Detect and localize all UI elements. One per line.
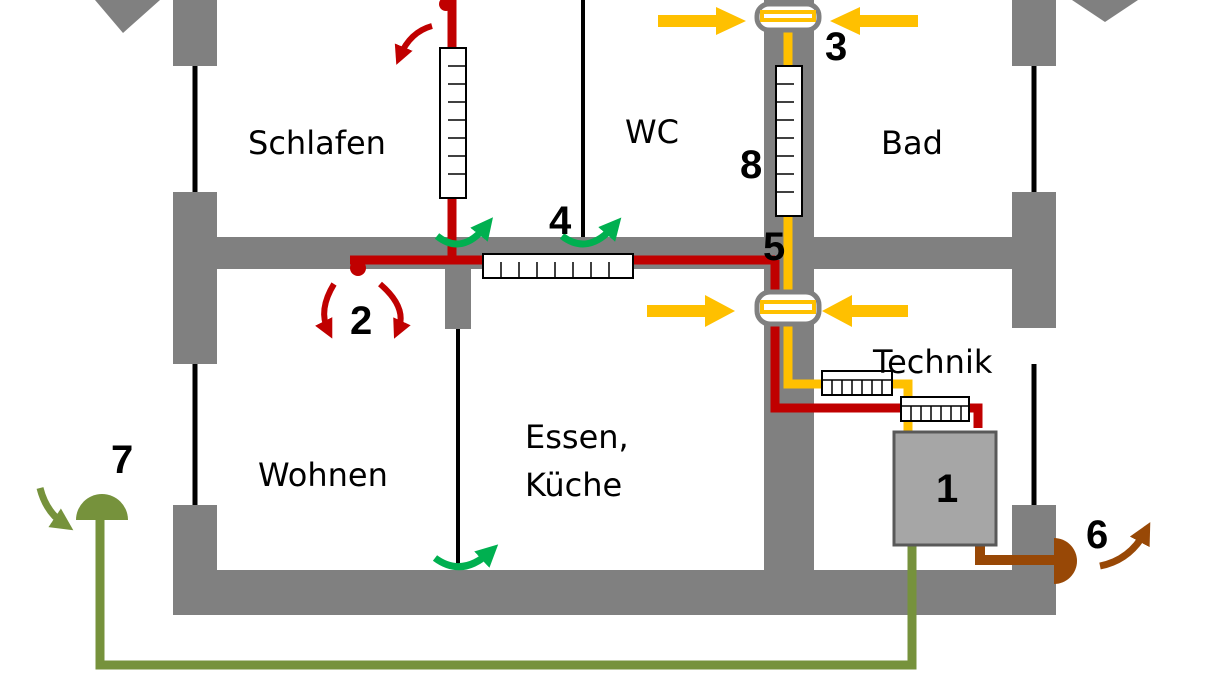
outdoor-air-line xyxy=(95,515,917,670)
extract-valve-bottom-icon xyxy=(754,289,822,327)
extract-arrow-4 xyxy=(822,295,908,327)
windows-and-partitions xyxy=(192,0,1037,570)
outdoor-air-duct xyxy=(36,487,917,670)
room-label-essen: Essen, xyxy=(525,418,629,456)
overflow-arrow-wc-icon xyxy=(559,217,622,248)
roof-left xyxy=(95,0,160,33)
wall-bottom xyxy=(173,570,1056,615)
outdoor-airflow-arrow-icon xyxy=(36,487,74,531)
number-label-1: 1 xyxy=(936,467,958,511)
exhaust-air-line xyxy=(975,545,1054,565)
overflow-arrow-bedroom-icon xyxy=(434,217,494,248)
extract-arrow-1 xyxy=(658,7,746,35)
room-label-bad: Bad xyxy=(881,124,943,162)
number-label-5: 5 xyxy=(763,225,785,269)
supply-airflow-left-icon xyxy=(315,282,337,339)
extract-airflow-arrows xyxy=(647,7,918,327)
room-label-schlafen: Schlafen xyxy=(248,124,386,162)
exhaust-air-duct xyxy=(975,522,1151,584)
wall-left-pier-top xyxy=(173,0,217,66)
number-label-3: 3 xyxy=(825,25,847,69)
wall-right-pier-top xyxy=(1012,0,1056,66)
overflow-arrows xyxy=(432,217,622,571)
duct-silencer-technik-lower-icon xyxy=(900,396,970,422)
supply-airflow-right-icon xyxy=(378,281,411,339)
wall-left-pier-mid xyxy=(173,192,217,364)
supply-duct-riser xyxy=(770,260,983,428)
duct-silencer-bedroom-icon xyxy=(439,47,467,199)
number-label-2: 2 xyxy=(350,299,372,343)
extract-arrow-3 xyxy=(647,295,735,327)
room-label-wohnen: Wohnen xyxy=(258,456,388,494)
wall-stub xyxy=(445,269,471,329)
duct-silencer-extract-icon xyxy=(775,65,803,217)
duct-silencer-technik-upper-icon xyxy=(821,370,893,396)
room-label-kueche: Küche xyxy=(525,466,622,504)
supply-valve-bedroom-icon xyxy=(439,0,453,11)
room-label-wc: WC xyxy=(625,113,679,151)
air-intake-hood-icon xyxy=(76,494,128,520)
ventilation-unit xyxy=(892,430,998,547)
number-label-4: 4 xyxy=(549,199,572,243)
overflow-arrow-kitchen-icon xyxy=(432,544,499,571)
exhaust-airflow-arrow-icon xyxy=(1099,522,1151,570)
roof-right xyxy=(1072,0,1138,22)
number-label-7: 7 xyxy=(111,438,133,482)
extract-valve-top-icon xyxy=(754,1,822,33)
exhaust-outlet-hood-icon xyxy=(1054,538,1077,584)
duct-silencer-corridor-icon xyxy=(482,253,634,279)
room-label-technik: Technik xyxy=(872,343,993,381)
number-label-6: 6 xyxy=(1086,513,1108,557)
supply-airflow-bedroom-icon xyxy=(394,23,433,65)
supply-valve-living-icon xyxy=(350,260,366,276)
number-label-8: 8 xyxy=(740,143,762,187)
extract-arrow-2 xyxy=(830,7,918,35)
